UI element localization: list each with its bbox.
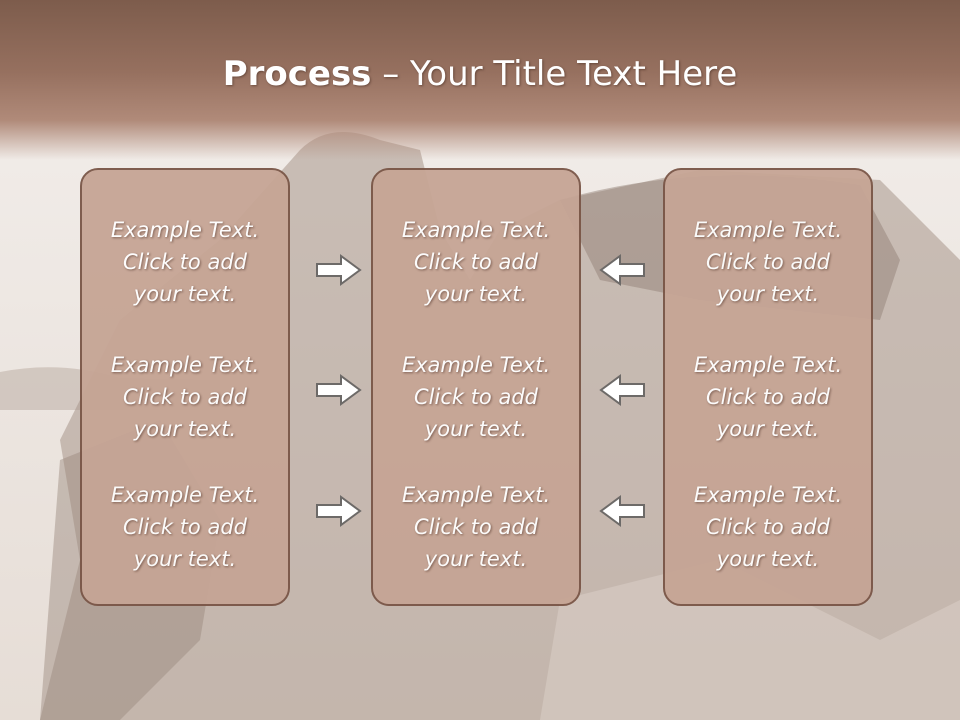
arrow-right-icon [316, 254, 362, 286]
title-bold: Process [222, 54, 372, 94]
title-band [0, 0, 960, 160]
arrow-left-icon [599, 374, 645, 406]
process-box-left[interactable]: Example Text. Click to add your text. Ex… [80, 168, 290, 606]
text-placeholder[interactable]: Example Text. Click to add your text. [401, 483, 551, 571]
text-placeholder[interactable]: Example Text. Click to add your text. [401, 353, 551, 441]
text-placeholder[interactable]: Example Text. Click to add your text. [110, 483, 260, 571]
text-placeholder[interactable]: Example Text. Click to add your text. [693, 353, 843, 441]
arrow-right-icon [316, 374, 362, 406]
slide-title[interactable]: Process – Your Title Text Here [0, 52, 960, 96]
text-placeholder[interactable]: Example Text. Click to add your text. [110, 353, 260, 441]
arrow-right-icon [316, 495, 362, 527]
text-placeholder[interactable]: Example Text. Click to add your text. [693, 218, 843, 306]
text-placeholder[interactable]: Example Text. Click to add your text. [401, 218, 551, 306]
arrow-left-icon [599, 254, 645, 286]
title-rest: – Your Title Text Here [371, 54, 738, 94]
text-placeholder[interactable]: Example Text. Click to add your text. [110, 218, 260, 306]
process-box-center[interactable]: Example Text. Click to add your text. Ex… [371, 168, 581, 606]
arrow-left-icon [599, 495, 645, 527]
process-box-right[interactable]: Example Text. Click to add your text. Ex… [663, 168, 873, 606]
text-placeholder[interactable]: Example Text. Click to add your text. [693, 483, 843, 571]
